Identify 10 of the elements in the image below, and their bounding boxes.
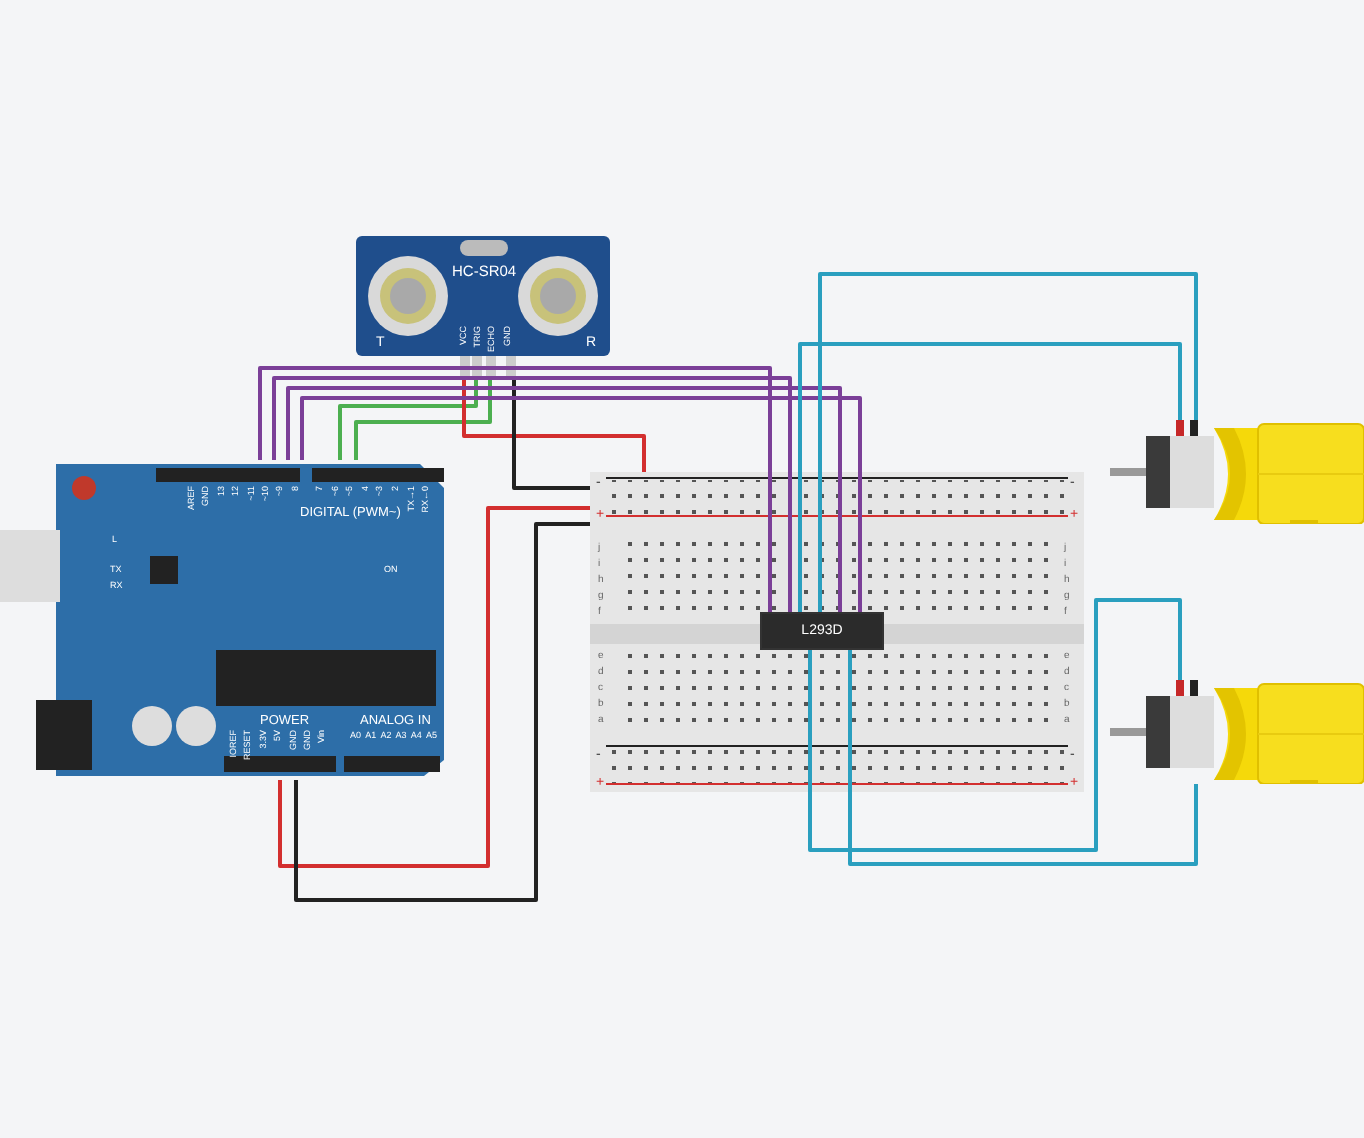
wire bbox=[808, 598, 1182, 852]
wire bbox=[818, 272, 1198, 612]
wire bbox=[512, 376, 590, 490]
wire bbox=[354, 376, 492, 460]
wire bbox=[278, 506, 590, 868]
wire bbox=[848, 646, 1198, 866]
wire bbox=[462, 376, 646, 472]
wire bbox=[294, 522, 590, 902]
wire bbox=[798, 342, 1182, 612]
wire bbox=[338, 376, 478, 460]
